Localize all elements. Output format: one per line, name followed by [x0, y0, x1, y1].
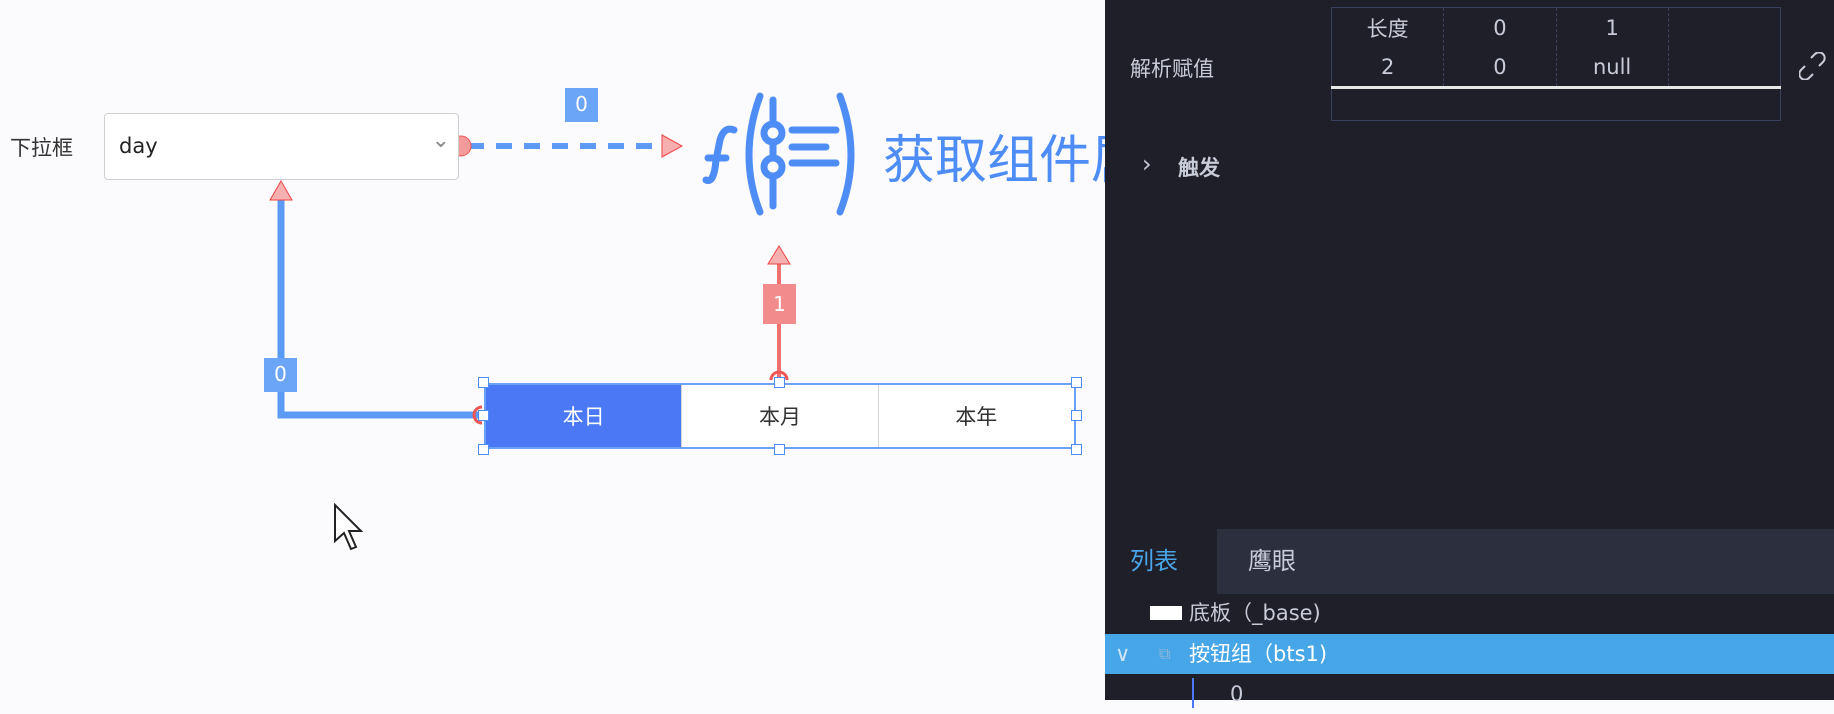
chevron-down-icon: ⌄ — [431, 128, 450, 153]
link-icon[interactable] — [1799, 52, 1827, 80]
parse-assign-label: 解析赋值 — [1130, 57, 1214, 81]
link-badge-red[interactable]: 1 — [763, 284, 796, 324]
table-cell[interactable]: 2 — [1331, 47, 1445, 88]
tab-eagle-eye[interactable]: 鹰眼 — [1248, 547, 1296, 575]
resize-handle[interactable] — [774, 444, 785, 455]
copy-icon: ⧉ — [1159, 644, 1171, 663]
tab-bar: 列表 鹰眼 — [1105, 529, 1834, 594]
mouse-cursor-icon — [334, 503, 363, 551]
button-group[interactable]: 本日 本月 本年 — [484, 383, 1076, 449]
table-cell[interactable]: 1 — [1556, 7, 1669, 48]
table-cell[interactable]: null — [1556, 47, 1669, 88]
link-badge[interactable]: 0 — [264, 358, 297, 392]
arrow-up-red-icon — [767, 245, 791, 265]
tree-item-base[interactable]: 底板（_base) — [1105, 593, 1834, 633]
connection-lines — [269, 92, 855, 425]
link-badge[interactable]: 0 — [565, 88, 598, 122]
button-year[interactable]: 本年 — [955, 405, 998, 429]
resize-handle[interactable] — [1071, 410, 1082, 421]
tree-item-label: 底板（_base) — [1189, 601, 1321, 625]
arrow-up-icon — [269, 180, 293, 201]
resize-handle[interactable] — [1071, 444, 1082, 455]
tree-item-label: 0 — [1230, 682, 1244, 706]
table-cell[interactable]: 长度 — [1331, 7, 1445, 48]
panel-color-icon — [1150, 606, 1182, 620]
trigger-section[interactable]: 触发 — [1178, 156, 1220, 180]
dropdown-value: day — [119, 134, 158, 158]
tab-list[interactable]: 列表 — [1105, 529, 1217, 594]
resize-handle[interactable] — [1071, 377, 1082, 388]
resize-handle[interactable] — [478, 410, 489, 421]
tree-item-label: 按钮组（bts1) — [1189, 642, 1328, 666]
table-empty-row[interactable] — [1332, 88, 1781, 121]
table-cell[interactable] — [1668, 47, 1782, 88]
resize-handle[interactable] — [478, 377, 489, 388]
chevron-right-icon[interactable]: › — [1142, 150, 1152, 178]
table-cell[interactable]: 0 — [1443, 47, 1557, 88]
button-today[interactable]: 本日 — [486, 385, 683, 447]
table-cell[interactable] — [1668, 7, 1782, 48]
blue-link-line — [277, 200, 482, 419]
resize-handle[interactable] — [478, 444, 489, 455]
chevron-down-icon[interactable]: ∨ — [1115, 642, 1131, 666]
tree-guide-line — [1192, 678, 1194, 708]
tree-item-0[interactable]: 0 — [1105, 674, 1834, 714]
design-canvas[interactable]: 下拉框 day ⌄ 0 0 1 获取组件属 本日 本月 本年 — [0, 0, 1105, 700]
dropdown-label: 下拉框 — [10, 136, 73, 160]
function-icon — [702, 92, 855, 216]
table-row — [1332, 88, 1781, 121]
resize-handle[interactable] — [774, 377, 785, 388]
dropdown-select[interactable]: day ⌄ — [104, 113, 459, 180]
function-title[interactable]: 获取组件属 — [883, 131, 1105, 191]
button-month[interactable]: 本月 — [682, 385, 879, 447]
table-cell[interactable]: 0 — [1443, 7, 1557, 48]
tree-item-button-group[interactable]: ∨ ⧉ 按钮组（bts1) — [1105, 634, 1834, 674]
arrow-right-icon — [661, 134, 684, 158]
